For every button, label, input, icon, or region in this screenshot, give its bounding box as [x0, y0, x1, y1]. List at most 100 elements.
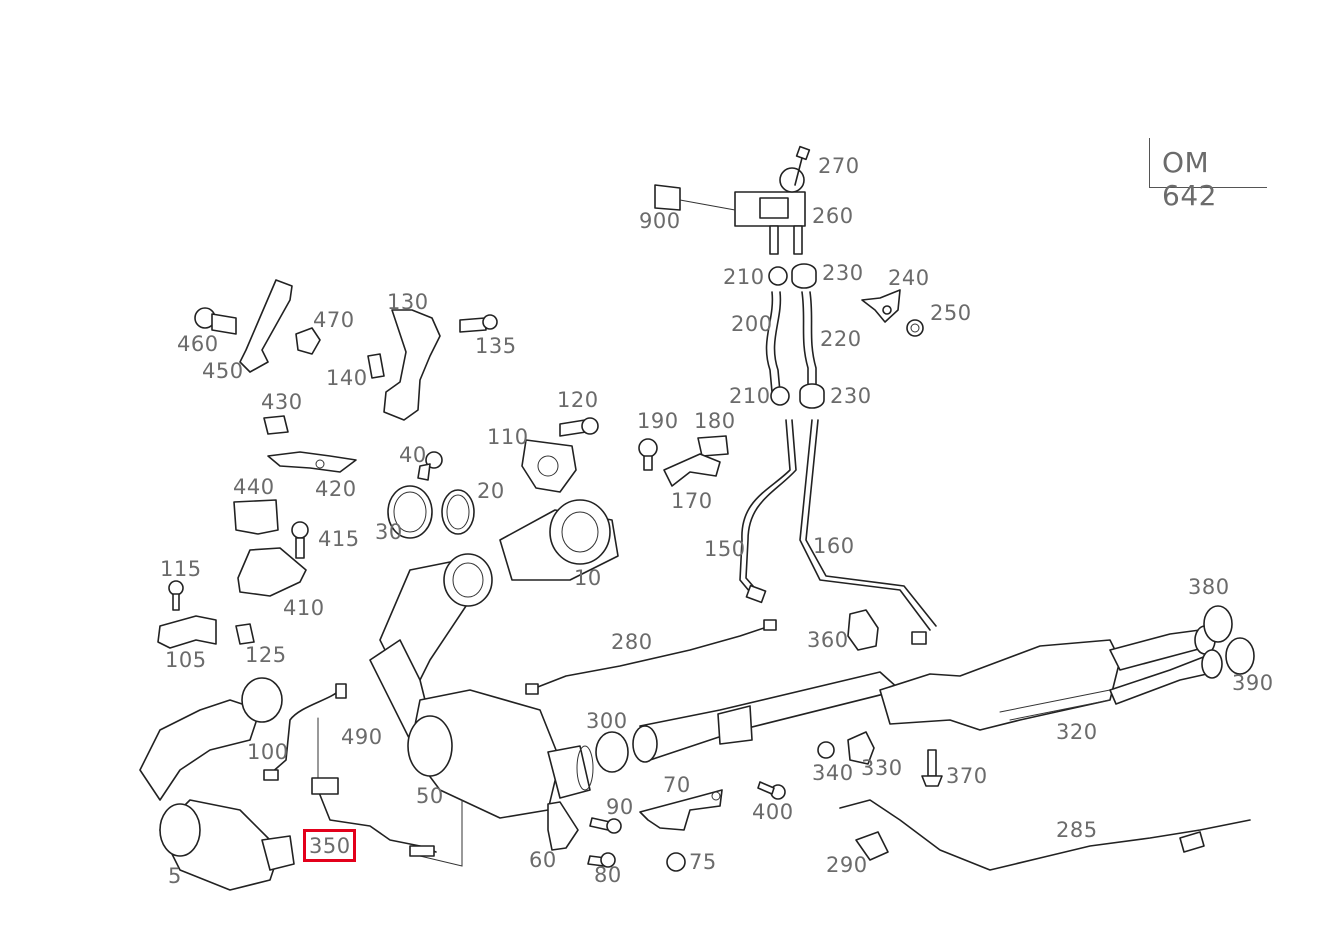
- clamp-230-upper[interactable]: [791, 263, 817, 289]
- bracket-70[interactable]: [639, 789, 723, 831]
- sensor-360[interactable]: [847, 609, 879, 651]
- part-label-270[interactable]: 270: [818, 154, 860, 178]
- bracket-170[interactable]: [663, 453, 721, 487]
- bolt-190[interactable]: [638, 438, 658, 471]
- part-label-190[interactable]: 190: [637, 409, 679, 433]
- part-label-320[interactable]: 320: [1056, 720, 1098, 744]
- part-label-20[interactable]: 20: [477, 479, 505, 503]
- hose-200[interactable]: [765, 291, 782, 393]
- part-label-90[interactable]: 90: [606, 795, 634, 819]
- cap-900[interactable]: [654, 184, 736, 211]
- particulate-filter-50[interactable]: [407, 689, 594, 819]
- pipe-160[interactable]: [799, 419, 937, 631]
- part-label-230[interactable]: 230: [822, 261, 864, 285]
- bolt-40[interactable]: [417, 451, 443, 481]
- part-label-440[interactable]: 440: [233, 475, 275, 499]
- bracket-450[interactable]: [239, 279, 293, 373]
- part-label-70[interactable]: 70: [663, 773, 691, 797]
- clamp-30[interactable]: [387, 485, 433, 539]
- bracket-290[interactable]: [855, 831, 889, 861]
- part-label-160[interactable]: 160: [813, 534, 855, 558]
- silencer-320[interactable]: [879, 625, 1223, 731]
- clamp-300[interactable]: [595, 731, 629, 773]
- part-label-430[interactable]: 430: [261, 390, 303, 414]
- sensor-line-285[interactable]: [839, 799, 1251, 871]
- bolt-415[interactable]: [291, 521, 309, 559]
- bracket-410[interactable]: [237, 547, 307, 597]
- part-label-360[interactable]: 360: [807, 628, 849, 652]
- part-label-300[interactable]: 300: [586, 709, 628, 733]
- part-label-340[interactable]: 340: [812, 761, 854, 785]
- part-label-370[interactable]: 370: [946, 764, 988, 788]
- clip-125[interactable]: [235, 623, 255, 645]
- part-label-30[interactable]: 30: [375, 520, 403, 544]
- clamp-380[interactable]: [1203, 605, 1233, 643]
- hose-220[interactable]: [801, 291, 817, 393]
- bracket-440[interactable]: [233, 499, 279, 535]
- bracket-60[interactable]: [547, 801, 579, 851]
- nut-75[interactable]: [666, 852, 686, 872]
- part-label-250[interactable]: 250: [930, 301, 972, 325]
- pressure-sensor-260[interactable]: [734, 167, 806, 255]
- part-label-140[interactable]: 140: [326, 366, 368, 390]
- part-label-50[interactable]: 50: [416, 784, 444, 808]
- mount-330[interactable]: [847, 731, 875, 765]
- clamp-210-upper[interactable]: [768, 266, 788, 286]
- part-label-350[interactable]: 350: [309, 834, 351, 858]
- clip-180[interactable]: [697, 435, 729, 457]
- bolt-400[interactable]: [757, 781, 786, 800]
- pipe-150[interactable]: [739, 419, 797, 599]
- bracket-420[interactable]: [267, 451, 357, 473]
- catalytic-converter-5[interactable]: [139, 677, 295, 891]
- part-label-180[interactable]: 180: [694, 409, 736, 433]
- part-label-210[interactable]: 210: [723, 265, 765, 289]
- clip-470[interactable]: [295, 327, 321, 355]
- part-label-130[interactable]: 130: [387, 290, 429, 314]
- part-label-260[interactable]: 260: [812, 204, 854, 228]
- part-label-105[interactable]: 105: [165, 648, 207, 672]
- part-label-390[interactable]: 390: [1232, 671, 1274, 695]
- bolt-115[interactable]: [168, 580, 184, 611]
- line-280[interactable]: [529, 625, 771, 691]
- washer-340[interactable]: [817, 741, 835, 759]
- screw-270[interactable]: [794, 145, 811, 186]
- part-label-150[interactable]: 150: [704, 537, 746, 561]
- part-label-220[interactable]: 220: [820, 327, 862, 351]
- part-label-290[interactable]: 290: [826, 853, 868, 877]
- part-label-5[interactable]: 5: [168, 864, 182, 888]
- clamp-230-lower[interactable]: [799, 383, 825, 409]
- part-label-460[interactable]: 460: [177, 332, 219, 356]
- part-label-230-lower[interactable]: 230: [830, 384, 872, 408]
- nut-250[interactable]: [906, 319, 924, 337]
- part-label-450[interactable]: 450: [202, 359, 244, 383]
- part-label-470[interactable]: 470: [313, 308, 355, 332]
- part-label-200[interactable]: 200: [731, 312, 773, 336]
- part-label-410[interactable]: 410: [283, 596, 325, 620]
- bolt-120[interactable]: [559, 417, 599, 437]
- clamp-210-lower[interactable]: [770, 386, 790, 406]
- part-label-415[interactable]: 415: [318, 527, 360, 551]
- part-label-285[interactable]: 285: [1056, 818, 1098, 842]
- bolt-80[interactable]: [587, 852, 616, 868]
- part-label-100[interactable]: 100: [247, 740, 289, 764]
- part-label-170[interactable]: 170: [671, 489, 713, 513]
- part-label-490[interactable]: 490: [341, 725, 383, 749]
- part-label-120[interactable]: 120: [557, 388, 599, 412]
- sensor-140[interactable]: [367, 353, 385, 379]
- part-label-10[interactable]: 10: [574, 566, 602, 590]
- bolt-90[interactable]: [589, 817, 622, 834]
- part-label-380[interactable]: 380: [1188, 575, 1230, 599]
- gasket-110[interactable]: [521, 439, 577, 493]
- part-label-240[interactable]: 240: [888, 266, 930, 290]
- bracket-130[interactable]: [383, 309, 441, 421]
- clip-430[interactable]: [263, 415, 289, 435]
- part-label-110[interactable]: 110: [487, 425, 529, 449]
- part-label-210-lower[interactable]: 210: [729, 384, 771, 408]
- bolt-370[interactable]: [921, 749, 943, 787]
- bracket-105[interactable]: [157, 615, 217, 649]
- clamp-390[interactable]: [1225, 637, 1255, 675]
- bolt-460[interactable]: [194, 307, 237, 335]
- part-label-280[interactable]: 280: [611, 630, 653, 654]
- part-label-80[interactable]: 80: [594, 863, 622, 887]
- catalytic-converter-10[interactable]: [499, 499, 619, 581]
